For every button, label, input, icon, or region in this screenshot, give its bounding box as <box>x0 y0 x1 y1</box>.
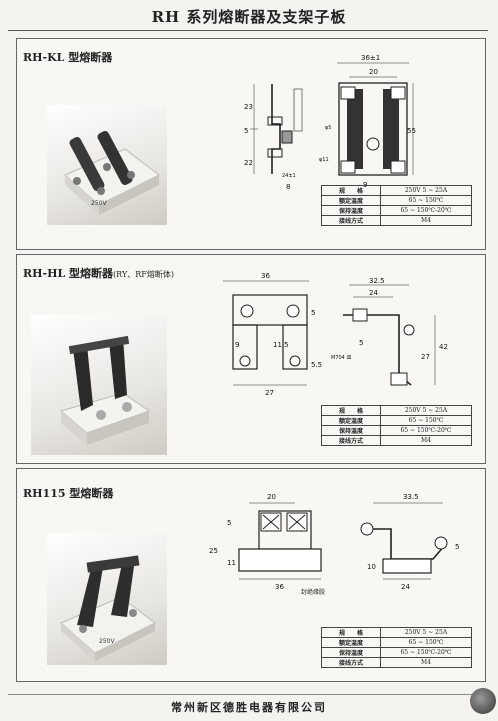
front-view-drawing: 36±1 20 55 φ11 φ5 9 <box>317 49 417 189</box>
insulation-note: 封绝缘胶 <box>301 589 326 596</box>
panel-rh-hl: RH-HL 型熔断器(RY、RF熔断体) 36 5 9 11.5 5.5 27 <box>16 254 486 464</box>
dim-8: 8 <box>286 183 290 191</box>
dim-36: 36 <box>275 583 284 591</box>
dim-9: 9 <box>235 341 239 349</box>
dim-20: 20 <box>369 68 378 76</box>
dim-phi5: φ5 <box>325 125 331 131</box>
product-photo: 250V <box>47 533 167 665</box>
photo-label: 250V <box>99 638 115 645</box>
dim-phi11: φ11 <box>319 157 329 163</box>
front-view-drawing: 20 5 25 11 36 <box>203 489 325 599</box>
side-view-drawing: 33.5 10 5 24 <box>337 489 477 609</box>
corner-mark <box>470 688 496 714</box>
dim-5-5: 5.5 <box>311 361 322 369</box>
dim-10: 10 <box>367 563 376 571</box>
product-photo <box>31 315 167 455</box>
company-name: 常州新区德胜电器有限公司 <box>171 701 327 714</box>
dim-32-5: 32.5 <box>369 277 385 285</box>
dim-25: 25 <box>209 547 218 555</box>
dim-27b: 27 <box>421 353 430 361</box>
panel-title: RH-HL 型熔断器(RY、RF熔断体) <box>23 265 174 281</box>
dim-24: 24 <box>401 583 410 591</box>
dim-33-5: 33.5 <box>403 493 419 501</box>
panel-title-note: (RY、RF熔断体) <box>113 270 174 279</box>
dim-5b: 5 <box>359 339 363 347</box>
footer-divider <box>8 694 488 695</box>
panel-rh-kl: RH-KL 型熔断器 250V 23 5 22 24±1 8 <box>16 38 486 250</box>
dim-36: 36±1 <box>361 54 380 62</box>
dim-23: 23 <box>244 103 253 111</box>
dim-20: 20 <box>267 493 276 501</box>
panel-title: RH115 型熔断器 <box>23 487 114 500</box>
dim-55: 55 <box>407 127 416 135</box>
dim-36: 36 <box>261 272 270 280</box>
title-divider <box>8 30 488 31</box>
panel-rh115: RH115 型熔断器 250V 20 5 25 11 36 <box>16 468 486 682</box>
panel-title-text: RH-HL 型熔断器 <box>23 267 114 280</box>
product-photo: 250V <box>47 105 167 225</box>
dim-24: 24 <box>369 289 378 297</box>
dim-11-5: 11.5 <box>273 341 289 349</box>
dim-11: 11 <box>227 559 236 567</box>
dim-m704: M704 皿 <box>331 355 351 361</box>
panel-title: RH-KL 型熔断器 <box>23 51 113 64</box>
side-view-drawing: 23 5 22 24±1 8 <box>242 69 322 204</box>
dim-5a: 5 <box>311 309 315 317</box>
front-view-drawing: 36 5 9 11.5 5.5 27 <box>213 267 323 407</box>
dim-5: 5 <box>244 127 248 135</box>
dim-5: 5 <box>227 519 231 527</box>
photo-label: 250V <box>91 200 107 207</box>
dim-42: 42 <box>439 343 448 351</box>
dim-5b: 5 <box>455 543 459 551</box>
dim-22: 22 <box>244 159 253 167</box>
dim-27: 27 <box>265 389 274 397</box>
page-title: RH 系列熔断器及支架子板 <box>151 8 347 26</box>
dim-24: 24±1 <box>282 173 296 179</box>
side-view-drawing: 32.5 24 5 M704 皿 27 42 <box>329 275 459 415</box>
